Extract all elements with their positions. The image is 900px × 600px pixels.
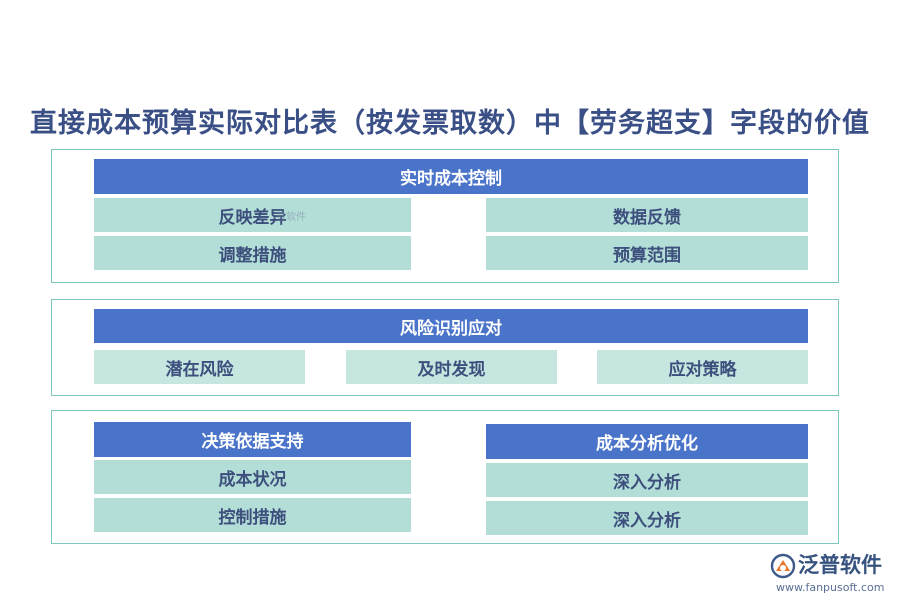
- cell-deep-analysis-2: 深入分析: [486, 501, 808, 535]
- page-title: 直接成本预算实际对比表（按发票取数）中【劳务超支】字段的价值: [30, 108, 870, 139]
- cell-adjust-measures: 调整措施: [94, 236, 411, 270]
- watermark-small: 普软件: [276, 212, 306, 223]
- cell-timely-detection: 及时发现: [346, 350, 557, 384]
- cell-cost-status: 成本状况: [94, 460, 411, 494]
- header-decision-support: 决策依据支持: [94, 422, 411, 457]
- cell-response-strategy: 应对策略: [597, 350, 808, 384]
- fanpu-logo: 泛普软件 www.fanpusoft.com: [770, 550, 894, 596]
- header-realtime-cost-control: 实时成本控制: [94, 159, 808, 194]
- cell-reflect-difference: 反映差异: [94, 198, 411, 232]
- logo-url: www.fanpusoft.com: [776, 581, 885, 594]
- cell-potential-risk: 潜在风险: [94, 350, 305, 384]
- cell-data-feedback: 数据反馈: [486, 198, 808, 232]
- cell-deep-analysis-1: 深入分析: [486, 463, 808, 497]
- header-cost-analysis-optimization: 成本分析优化: [486, 424, 808, 459]
- cell-budget-range: 预算范围: [486, 236, 808, 270]
- fanpu-logo-icon: [770, 553, 796, 579]
- logo-text: 泛普软件: [798, 553, 882, 577]
- header-risk-identification: 风险识别应对: [94, 309, 808, 343]
- cell-control-measures: 控制措施: [94, 498, 411, 532]
